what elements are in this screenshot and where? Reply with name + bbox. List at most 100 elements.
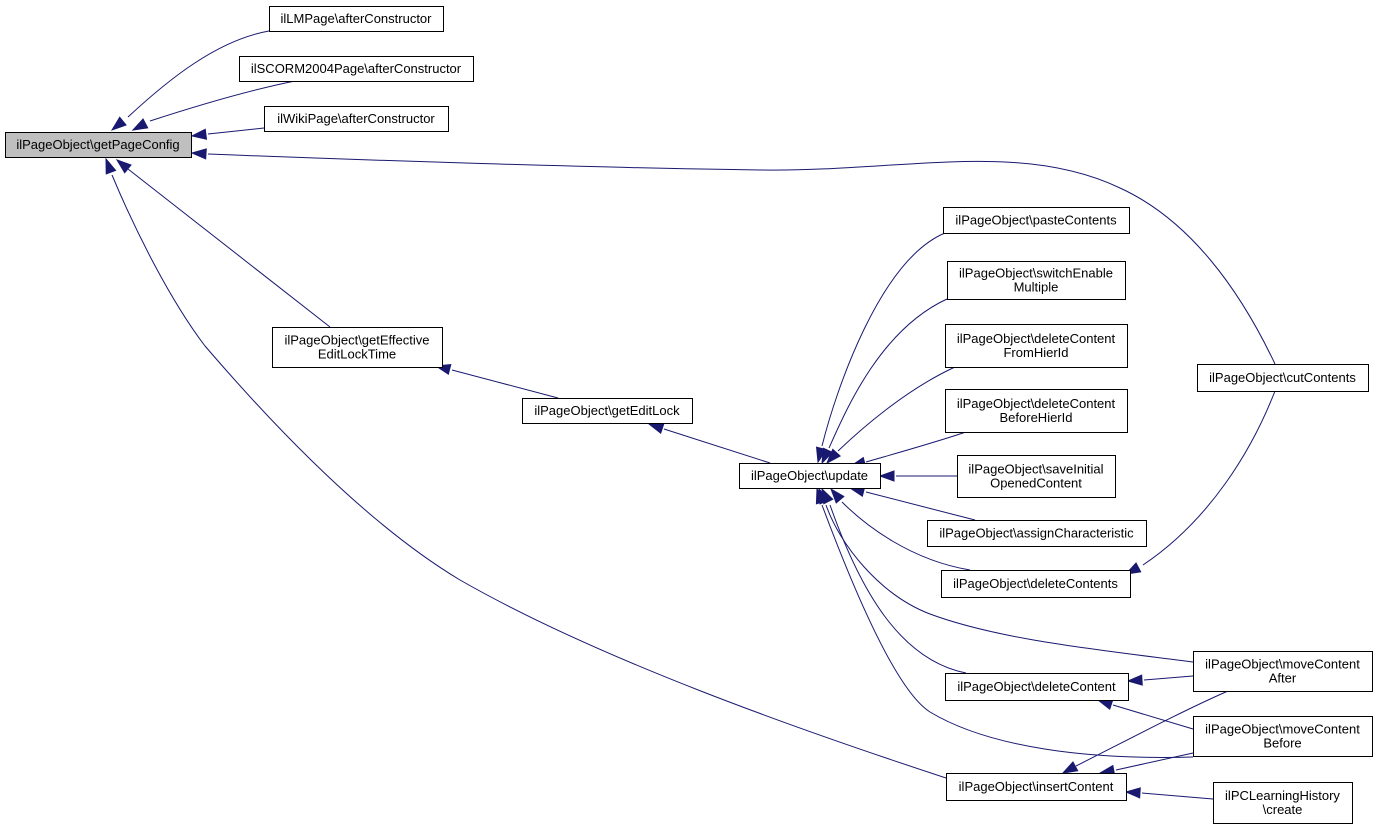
node-label[interactable]: ilPageObject\getPageConfig — [16, 137, 179, 152]
node-deleteContent[interactable]: ilPageObject\deleteContent — [945, 673, 1129, 701]
node-box[interactable] — [269, 6, 444, 32]
edge-line — [1143, 675, 1194, 681]
node-label[interactable]: ilPageObject\moveContent — [1205, 657, 1360, 672]
edge-line — [127, 168, 331, 328]
node-box[interactable] — [522, 398, 693, 424]
edge-line — [451, 369, 559, 399]
node-label[interactable]: ilPageObject\pasteContents — [955, 213, 1117, 228]
edge-lhCreate-to-insertContent — [1124, 787, 1214, 800]
node-label[interactable]: Before — [1263, 736, 1301, 751]
node-label[interactable]: ilPageObject\deleteContent — [957, 396, 1116, 411]
node-label[interactable]: OpenedContent — [990, 476, 1082, 491]
edge-line — [828, 298, 948, 449]
node-box[interactable] — [945, 389, 1128, 433]
node-label[interactable]: ilPageObject\cutContents — [1209, 370, 1356, 385]
edge-deleteBefore-to-update — [849, 431, 967, 468]
edge-paste-to-update — [815, 232, 946, 464]
node-label[interactable]: After — [1269, 671, 1297, 686]
node-box[interactable] — [264, 106, 449, 132]
node-box[interactable] — [946, 773, 1127, 801]
arrowhead — [115, 159, 132, 174]
node-box[interactable] — [945, 673, 1129, 701]
node-label[interactable]: ilPageObject\deleteContent — [957, 331, 1116, 346]
edge-line — [1112, 704, 1194, 730]
node-box[interactable] — [947, 261, 1126, 300]
node-label[interactable]: ilLMPage\afterConstructor — [280, 11, 432, 26]
arrowhead — [190, 148, 207, 160]
node-lhCreate[interactable]: ilPCLearningHistory\create — [1213, 782, 1353, 824]
arrowhead — [1126, 674, 1143, 686]
node-cutContents[interactable]: ilPageObject\cutContents — [1197, 364, 1369, 392]
node-label[interactable]: ilPageObject\insertContent — [959, 779, 1114, 794]
edge-deleteFrom-to-update — [825, 366, 956, 465]
node-label[interactable]: BeforeHierId — [1000, 410, 1073, 425]
node-box[interactable] — [739, 463, 881, 489]
node-assignChar[interactable]: ilPageObject\assignCharacteristic — [927, 520, 1147, 547]
node-label[interactable]: ilPageObject\update — [751, 468, 868, 483]
arrowhead — [825, 448, 842, 465]
node-box[interactable] — [1213, 782, 1353, 824]
node-getEditLock[interactable]: ilPageObject\getEditLock — [522, 398, 693, 424]
node-box[interactable] — [945, 324, 1128, 368]
node-label[interactable]: FromHierId — [1003, 345, 1068, 360]
edge-scormAfter-to-getPageConfig — [131, 80, 296, 131]
node-label[interactable]: ilPageObject\moveContent — [1205, 722, 1360, 737]
edge-moveBefore-to-insertContent — [1098, 752, 1194, 776]
node-label[interactable]: ilSCORM2004Page\afterConstructor — [251, 61, 462, 76]
node-label[interactable]: ilPageObject\assignCharacteristic — [939, 526, 1134, 541]
edge-line — [865, 431, 967, 463]
node-box[interactable] — [5, 132, 192, 158]
arrowhead — [110, 116, 127, 131]
arrowhead — [1124, 787, 1141, 799]
node-deleteContents[interactable]: ilPageObject\deleteContents — [941, 570, 1131, 598]
nodes-layer: ilPageObject\getPageConfig ilLMPage\after… — [5, 6, 1373, 824]
node-label[interactable]: ilPageObject\switchEnable — [959, 266, 1113, 281]
node-box[interactable] — [957, 455, 1116, 498]
node-label[interactable]: Multiple — [1014, 280, 1059, 295]
node-label[interactable]: ilPCLearningHistory — [1225, 788, 1340, 803]
arrowhead — [190, 128, 208, 140]
arrowhead — [105, 157, 117, 175]
node-box[interactable] — [1197, 364, 1369, 392]
node-box[interactable] — [239, 56, 474, 82]
node-label[interactable]: ilWikiPage\afterConstructor — [277, 111, 435, 126]
node-paste[interactable]: ilPageObject\pasteContents — [943, 207, 1130, 234]
arrowhead — [647, 423, 665, 435]
edge-line — [825, 504, 1194, 663]
node-scormAfter[interactable]: ilSCORM2004Page\afterConstructor — [239, 56, 474, 82]
edge-cutContents-to-getPageConfig — [190, 148, 1276, 365]
edge-assignChar-to-update — [848, 485, 976, 521]
node-box[interactable] — [927, 520, 1147, 547]
node-getPageConfig[interactable]: ilPageObject\getPageConfig — [5, 132, 192, 158]
edge-line — [837, 366, 956, 452]
node-label[interactable]: ilPageObject\saveInitial — [968, 462, 1103, 477]
node-insertContent[interactable]: ilPageObject\insertContent — [946, 773, 1127, 801]
node-label[interactable]: ilPageObject\deleteContent — [957, 679, 1116, 694]
node-box[interactable] — [272, 327, 443, 368]
node-lmAfter[interactable]: ilLMPage\afterConstructor — [269, 6, 444, 32]
edge-line — [1075, 690, 1229, 767]
node-box[interactable] — [943, 207, 1130, 234]
edge-saveInitial-to-update — [878, 470, 957, 482]
edge-line — [865, 491, 976, 521]
node-label[interactable]: ilPageObject\deleteContents — [953, 576, 1118, 591]
node-box[interactable] — [1193, 716, 1373, 757]
node-box[interactable] — [1193, 651, 1373, 692]
node-update[interactable]: ilPageObject\update — [739, 463, 881, 489]
node-label[interactable]: \create — [1263, 802, 1303, 817]
edge-deleteContents-to-update — [830, 487, 971, 571]
node-label[interactable]: ilPageObject\getEffective — [284, 333, 429, 348]
edge-insertContent-to-getPageConfig — [105, 157, 947, 779]
node-box[interactable] — [941, 570, 1131, 598]
node-label[interactable]: EditLockTime — [318, 347, 396, 362]
node-label[interactable]: ilPageObject\getEditLock — [534, 403, 680, 418]
node-wikiAfter[interactable]: ilWikiPage\afterConstructor — [264, 106, 449, 132]
